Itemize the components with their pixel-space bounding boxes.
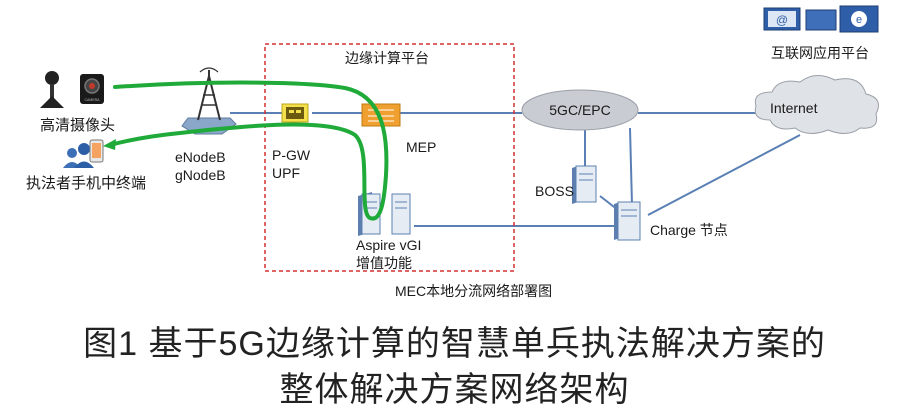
figure-caption-line1: 图1 基于5G边缘计算的智慧单兵执法解决方案的 [83, 325, 826, 363]
network-architecture-diagram: 边缘计算平台 CAMERA 高清摄像头 执法者手机中终端 eNodeB gNod… [26, 5, 879, 299]
camera-label: 高清摄像头 [40, 117, 115, 134]
internet-platform-label: 互联网应用平台 [771, 45, 869, 61]
enodeb-label: eNodeB [175, 149, 226, 165]
mep-server-icon [361, 103, 401, 127]
svg-text:e: e [856, 14, 862, 26]
antenna-tower-icon [181, 67, 237, 135]
boss-label: BOSS [535, 183, 574, 199]
charge-server-icon [614, 201, 641, 241]
network-links [230, 112, 801, 227]
camera-screen-text: CAMERA [85, 98, 101, 102]
pgw-upf-icon [281, 103, 309, 123]
flow-arrowhead [103, 139, 116, 150]
internet-label: Internet [770, 100, 818, 116]
pgw-label: P-GW [272, 147, 311, 163]
charge-label: Charge 节点 [650, 222, 728, 238]
value-added-label: 增值功能 [356, 255, 412, 271]
aspire-label: Aspire vGI [356, 237, 421, 253]
region-title: 边缘计算平台 [345, 50, 429, 66]
region-subtitle: MEC本地分流网络部署图 [395, 283, 552, 299]
internet-cloud-icon [754, 75, 879, 134]
link-internet-charge [647, 134, 801, 216]
phone-label: 执法者手机中终端 [26, 175, 146, 192]
link-core-charge [629, 127, 633, 206]
core-label: 5GC/EPC [549, 102, 610, 118]
figure-caption-line2: 整体解决方案网络架构 [279, 371, 630, 409]
officer-phone-icon [63, 139, 104, 168]
gnodeb-label: gNodeB [175, 167, 226, 183]
boss-server-icon [572, 165, 597, 204]
internet-platform-icon: @ e [763, 5, 879, 33]
upf-label: UPF [272, 165, 300, 181]
mep-label: MEP [406, 139, 436, 155]
core-network-ellipse [521, 89, 639, 131]
svg-text:@: @ [776, 13, 788, 27]
data-flow-path [108, 80, 389, 221]
camera-icon: CAMERA [40, 71, 104, 108]
